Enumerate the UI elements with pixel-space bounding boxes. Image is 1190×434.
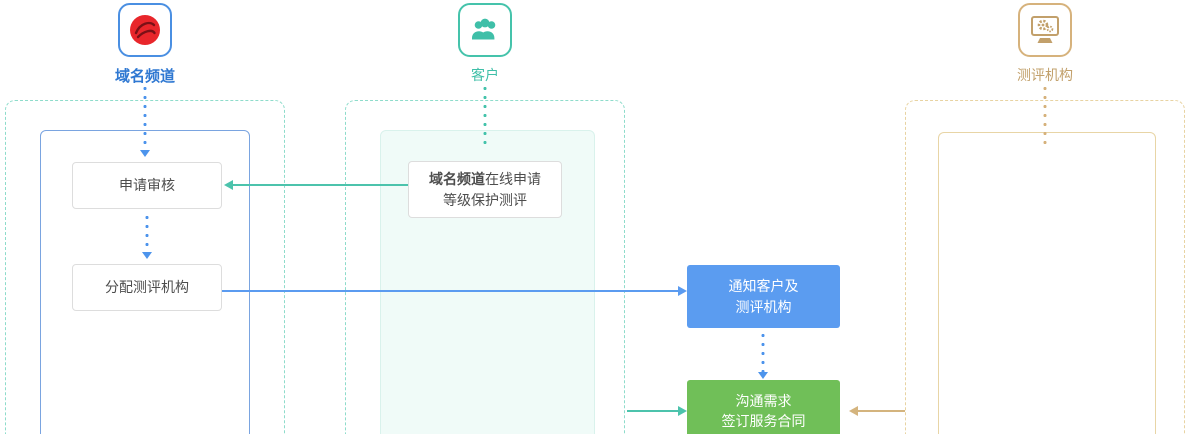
node-online-apply-line2: 等级保护测评	[443, 191, 527, 208]
actor-customer-label: 客户	[471, 67, 499, 83]
actor-agency-label: 测评机构	[1017, 67, 1073, 83]
actor-domain-channel: 域名频道	[115, 3, 176, 86]
actor-agency: 测评机构	[1017, 3, 1073, 85]
edge-apply-to-review	[233, 184, 408, 186]
connector-notify-to-contract	[761, 331, 765, 372]
node-contract-line2: 签订服务合同	[721, 413, 806, 429]
actor-domain-channel-label: 域名频道	[115, 68, 176, 85]
node-contract: 沟通需求 签订服务合同	[687, 380, 840, 434]
node-apply-review-label: 申请审核	[119, 177, 175, 194]
arrowhead-into-assign-agency	[142, 252, 152, 259]
arrowhead-edge-assign-to-notify	[678, 286, 687, 296]
connector-agency-down	[1043, 84, 1047, 148]
node-online-apply-line1: 域名频道在线申请	[429, 171, 541, 188]
node-assign-agency-label: 分配测评机构	[105, 279, 189, 296]
edge-agency-to-contract	[858, 410, 905, 412]
node-apply-review: 申请审核	[72, 162, 222, 209]
node-contract-line1: 沟通需求	[735, 392, 792, 409]
node-notify: 通知客户及 测评机构	[687, 265, 840, 328]
node-online-apply: 域名频道在线申请 等级保护测评	[408, 161, 562, 218]
arrowhead-edge-agency-to-contract	[849, 406, 858, 416]
agency-inner-panel	[938, 132, 1156, 434]
arrowhead-into-apply-review	[140, 150, 150, 157]
connector-review-to-assign	[145, 213, 149, 252]
node-notify-line2: 测评机构	[735, 298, 792, 315]
arrowhead-edge-customer-to-contract	[678, 406, 687, 416]
domain-channel-globe-icon	[118, 3, 172, 57]
connector-domain-channel-down	[143, 84, 147, 150]
actor-customer: 客户	[458, 3, 512, 85]
edge-customer-to-contract	[627, 410, 678, 412]
node-notify-line1: 通知客户及	[728, 278, 799, 295]
edge-assign-to-notify	[222, 290, 678, 292]
agency-monitor-gear-icon	[1018, 3, 1072, 57]
node-assign-agency: 分配测评机构	[72, 264, 222, 311]
arrowhead-into-contract	[758, 372, 768, 379]
customers-group-icon	[458, 3, 512, 57]
connector-customer-down	[483, 84, 487, 146]
arrowhead-edge-apply-to-review	[224, 180, 233, 190]
